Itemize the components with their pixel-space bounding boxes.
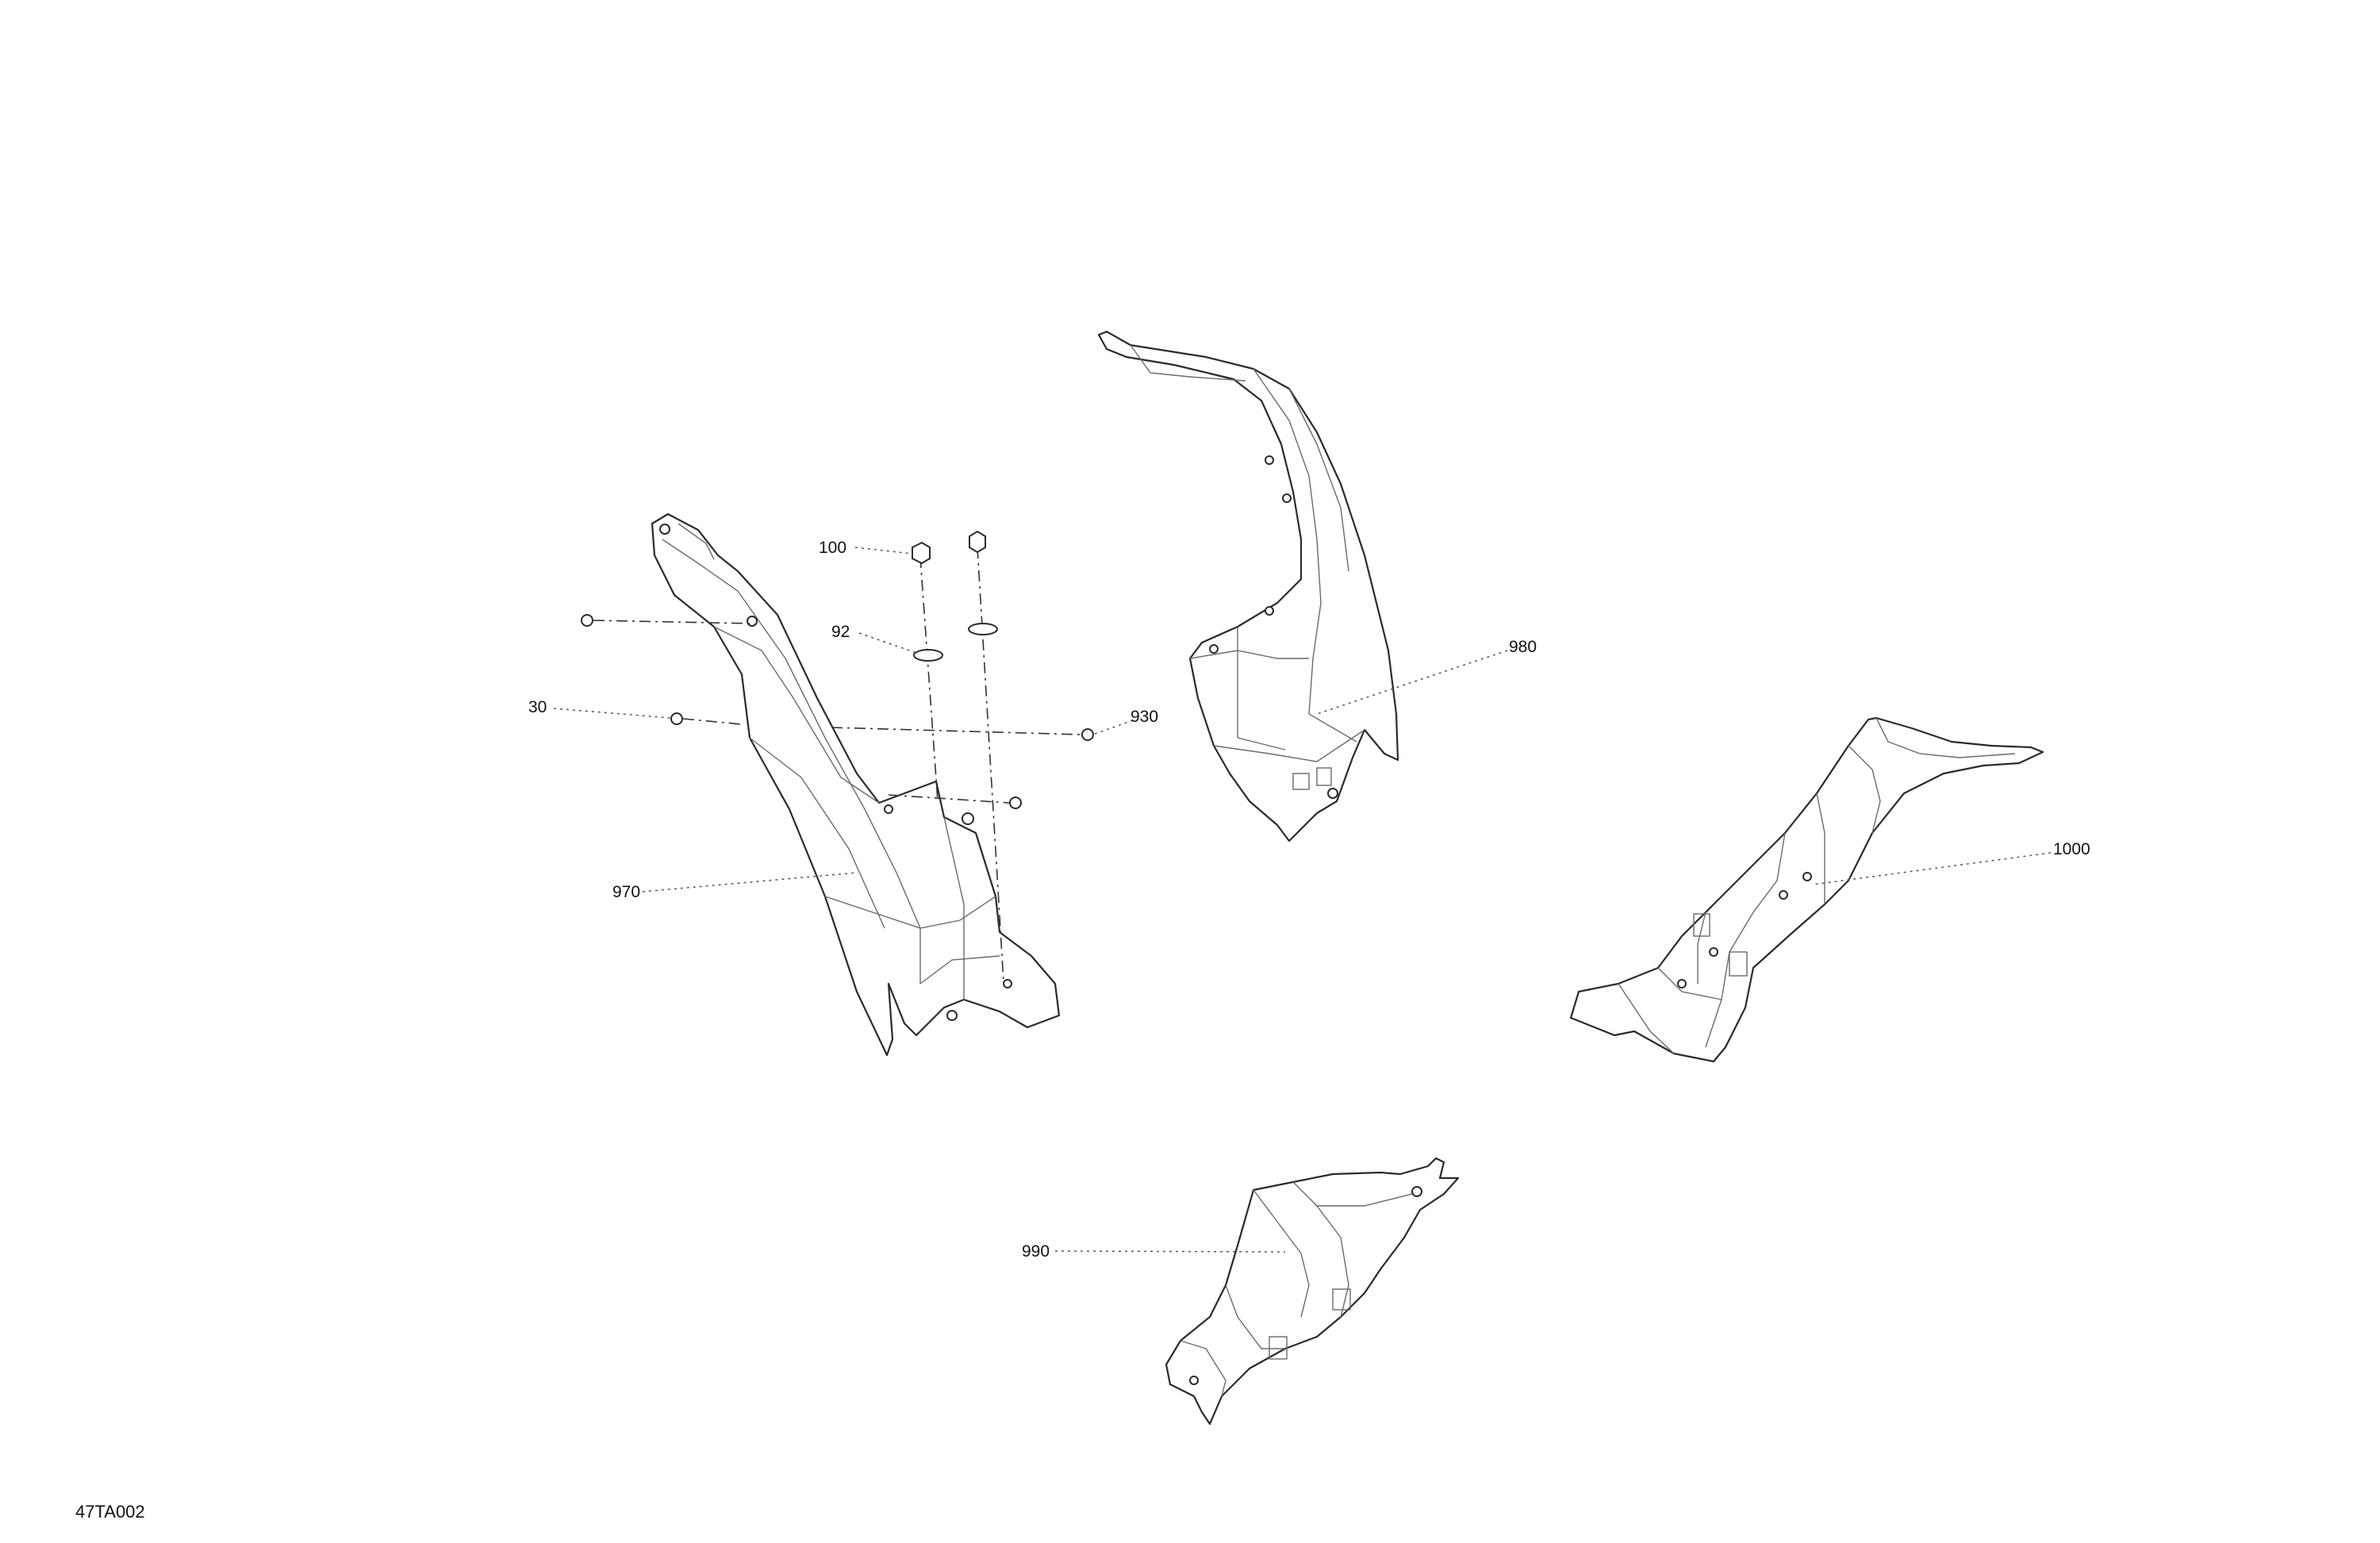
screw-30-upper: [581, 614, 754, 627]
part-990-lower-panel: [1165, 1157, 1460, 1426]
leader-990: [1054, 1250, 1286, 1253]
screw-930-lower-a: [888, 794, 1022, 809]
washer-92-right: [968, 623, 998, 635]
leader-930: [1094, 720, 1134, 735]
hardware-group: [581, 530, 1094, 983]
leader-970: [642, 872, 858, 892]
callout-930: 930: [1130, 708, 1158, 726]
assembly-axis-right: [977, 547, 1004, 983]
screw-930-lower-b: [962, 812, 974, 825]
part-1000-right-deflector: [1569, 716, 2044, 1063]
nut-100-left: [912, 541, 931, 565]
leader-1000: [1812, 852, 2052, 885]
callout-1000: 1000: [2053, 840, 2090, 858]
nut-100-right: [969, 530, 986, 554]
leader-92: [858, 632, 917, 654]
callout-970: 970: [612, 883, 640, 901]
screw-930-right: [831, 727, 1094, 741]
screw-30-lower: [670, 712, 743, 725]
leader-lines: [553, 547, 2052, 1253]
callout-980: 980: [1509, 638, 1537, 656]
part-980-upper-panel: [1097, 330, 1399, 843]
assembly-axis-left: [919, 556, 939, 802]
washer-92-left: [913, 649, 943, 662]
callout-100: 100: [819, 539, 846, 557]
leader-30: [553, 708, 671, 719]
callout-labels: 100 92 30 930 970 980 1000 990: [528, 539, 2090, 1261]
callout-92: 92: [831, 623, 850, 641]
callout-30: 30: [528, 698, 547, 716]
callout-990: 990: [1022, 1242, 1050, 1261]
part-970-left-side-panel: [651, 512, 1061, 1057]
drawing-id-label: 47TA002: [75, 1502, 145, 1522]
leader-100: [854, 547, 913, 555]
leader-980: [1316, 650, 1508, 715]
